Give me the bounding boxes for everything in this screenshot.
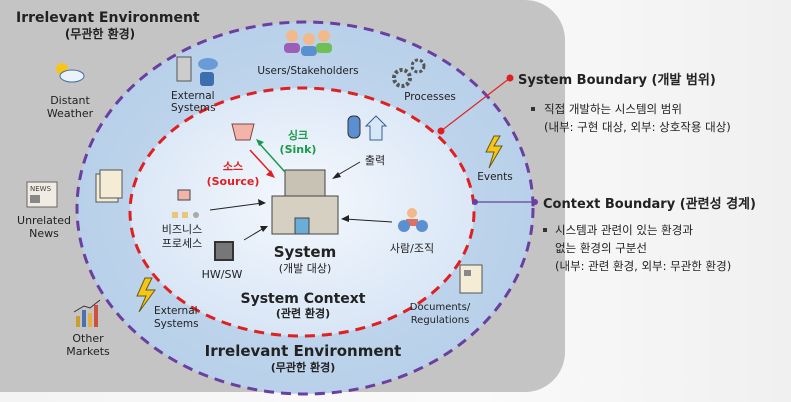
system-context-title: System Context: [241, 291, 366, 307]
documents-stack-icon: [95, 169, 123, 203]
people-org-icon: [398, 208, 428, 232]
external-systems-bottom-label: External: [154, 305, 198, 317]
business-process-label-2: 프로세스: [162, 237, 202, 250]
system-title: System: [274, 243, 336, 261]
hwsw-label: HW/SW: [202, 268, 243, 281]
business-process-label: 비즈니스: [162, 223, 202, 236]
context-boundary-title: Context Boundary (관련성 경계): [543, 196, 756, 212]
distant-weather-label: Distant: [50, 94, 90, 107]
external-systems-top-label-2: Systems: [171, 102, 216, 114]
chart-icon: [73, 299, 101, 327]
weather-icon: [56, 63, 85, 83]
sink-en-label: (Sink): [280, 143, 317, 156]
newspaper-icon: NEWS: [26, 181, 58, 208]
bottom-env-title: Irrelevant Environment: [205, 342, 402, 360]
people-arrow: [344, 218, 393, 223]
database-output-icon: [347, 115, 388, 141]
users-icon: [284, 30, 332, 56]
source-arrow: [249, 149, 273, 175]
business-arrow: [209, 202, 263, 211]
output-label: 출력: [365, 154, 385, 167]
system-boundary-desc-2: (내부: 구현 대상, 외부: 상호작용 대상): [544, 120, 731, 134]
lightning-icon-2: [136, 277, 156, 313]
bucket-icon: [231, 123, 255, 141]
output-arrow: [335, 161, 361, 177]
hwsw-arrow: [243, 227, 265, 241]
external-systems-bottom-label-2: Systems: [154, 318, 199, 330]
external-systems-top-label: External: [171, 90, 215, 102]
documents-label: Documents/: [410, 302, 471, 313]
system-boundary-title: System Boundary (개발 범위): [518, 72, 716, 88]
svg-text:NEWS: NEWS: [30, 185, 52, 193]
server-cloud-icon: [176, 56, 218, 86]
context-boundary-desc-3: (내부: 관련 환경, 외부: 무관한 환경): [555, 259, 731, 273]
distant-weather-label-2: Weather: [47, 107, 94, 120]
building-icon: [271, 169, 339, 235]
other-markets-label: Other: [72, 332, 104, 345]
lightning-icon: [485, 135, 503, 169]
processes-label: Processes: [404, 91, 456, 103]
business-process-icon: [172, 189, 199, 218]
regulations-label: Regulations: [411, 315, 470, 326]
context-boundary-desc-1: 시스템과 관련이 있는 환경과: [555, 223, 693, 237]
bottom-env-subtitle: (무관한 환경): [271, 360, 335, 374]
events-label: Events: [477, 171, 513, 183]
people-org-label: 사람/조직: [390, 242, 434, 255]
system-context-subtitle: (관련 환경): [276, 306, 330, 320]
document-scroll-icon: [459, 264, 483, 294]
unrelated-news-label: Unrelated: [17, 214, 71, 227]
unrelated-news-label-2: News: [29, 227, 59, 240]
sink-ko-label: 싱크: [288, 128, 308, 142]
chip-icon: [214, 241, 234, 261]
outer-title: Irrelevant Environment: [16, 10, 200, 26]
outer-subtitle: (무관한 환경): [65, 26, 135, 41]
context-boundary-desc-2: 없는 환경의 구분선: [555, 241, 647, 255]
sink-arrow: [257, 141, 286, 173]
source-ko-label: 소스: [223, 160, 243, 173]
source-en-label: (Source): [207, 175, 260, 188]
gears-icon: [392, 58, 426, 88]
users-stakeholders-label: Users/Stakeholders: [257, 65, 358, 77]
system-boundary-pointer: [440, 77, 511, 132]
other-markets-label-2: Markets: [66, 345, 110, 358]
system-boundary-desc-1: 직접 개발하는 시스템의 범위: [544, 102, 682, 116]
system-subtitle: (개발 대상): [279, 262, 332, 275]
